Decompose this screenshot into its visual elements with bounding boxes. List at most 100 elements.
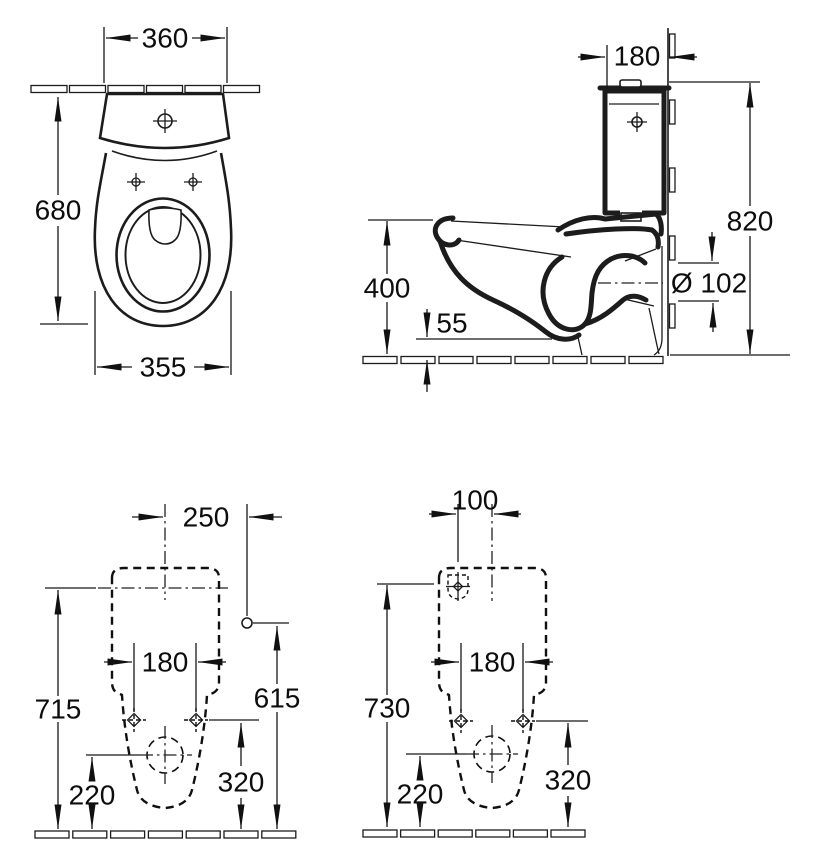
wall-tick [668, 303, 676, 329]
dim-label-diameter-102: Ø 102 [671, 268, 747, 299]
dim-label-360: 360 [142, 23, 189, 54]
dim-label-320-right: 320 [545, 765, 592, 796]
back-shelf-bottom-section [563, 226, 661, 250]
wall-tick [668, 99, 676, 125]
trapway-section [540, 253, 648, 333]
floor-tile [514, 355, 550, 365]
fixing-hole-left [449, 709, 473, 733]
bowl-section [432, 211, 664, 356]
floor-tile [362, 829, 398, 838]
dim-front-top-width: 360 [103, 23, 228, 83]
seat-hole-target-right [184, 173, 202, 191]
dim-label-220-right: 220 [397, 779, 444, 810]
floor-tile [185, 830, 221, 839]
back-profile-line [653, 246, 663, 356]
dim-label-100: 100 [452, 485, 499, 516]
floor-tile [72, 830, 108, 839]
dim-label-680: 680 [35, 195, 82, 226]
dim-label-400: 400 [364, 273, 411, 304]
dim-rear-right-fixing-spacing: 180 [431, 643, 553, 711]
fixing-hole-right [511, 709, 535, 733]
floor-tile [109, 830, 146, 839]
fixing-hole-right [184, 708, 208, 732]
wall-tick [668, 235, 676, 261]
bowl-inner-line [455, 239, 572, 258]
dim-label-320-left: 320 [218, 767, 265, 798]
water-inlet-hole [446, 572, 470, 601]
dim-label-615: 615 [254, 683, 301, 714]
dim-label-180-rear-right: 180 [469, 647, 516, 678]
floor-tile [400, 355, 436, 365]
floor-tile [512, 829, 549, 838]
rear-silhouette-outline [110, 566, 221, 810]
wall-tick [668, 33, 676, 59]
dim-label-715: 715 [35, 694, 82, 725]
wall-line [667, 28, 676, 356]
floor-tile [550, 829, 586, 838]
dim-rear-right-inlet-height: 730 [364, 583, 434, 827]
foot-front-line [577, 336, 583, 356]
outer-shell-section [437, 238, 582, 342]
dim-label-55: 55 [436, 308, 467, 339]
seat-hole-target-left [127, 173, 145, 191]
rear-view-left: 250 615 715 180 [34, 502, 301, 839]
dim-label-730: 730 [364, 693, 411, 724]
outlet-circle [466, 725, 518, 783]
floor-tile [476, 355, 512, 365]
floor-tile [438, 355, 474, 365]
outlet-bottom-section [582, 293, 649, 327]
dim-rear-right-outlet-height: 220 [397, 753, 466, 827]
dim-side-overall-height: 820 [669, 81, 773, 354]
dim-label-220-left: 220 [69, 780, 116, 811]
wall-tile [222, 84, 261, 94]
dim-side-cistern-depth: 180 [578, 41, 697, 89]
seat-top-line [450, 220, 566, 228]
flush-inlet-spot [148, 207, 182, 245]
cistern-target-mark [627, 112, 647, 132]
dim-side-rim-height: 400 [364, 219, 433, 354]
fixing-hole-left [122, 708, 146, 732]
floor-tile [261, 830, 297, 839]
wall-tile [68, 84, 107, 94]
cistern-bottom-edge [111, 150, 218, 162]
floor-tile [628, 355, 664, 365]
floor-tile [590, 355, 626, 365]
dim-label-180-rear-left: 180 [142, 647, 189, 678]
floor-tile [147, 830, 184, 839]
front-view: 360 680 355 [30, 23, 261, 383]
foot-back-line [648, 307, 660, 355]
dim-rear-left-supply-height: 615 [254, 626, 301, 829]
dim-rear-left-fixing-spacing: 180 [104, 643, 226, 711]
dim-rear-left-supply-offset: 250 [132, 502, 282, 616]
back-shelf-top-section [555, 211, 664, 237]
floor-tile [475, 829, 511, 838]
outlet-cone-top [624, 248, 657, 262]
wall-tile [184, 84, 222, 94]
wall-hatch [30, 84, 261, 94]
cistern-target-mark [153, 109, 177, 133]
floor-tile [223, 830, 259, 839]
flush-button [619, 79, 642, 88]
wall-tile [145, 84, 184, 94]
floor-tile [437, 829, 473, 838]
floor-tile [399, 829, 436, 838]
floor-hatch [362, 829, 586, 838]
dim-front-base-width: 355 [94, 291, 232, 383]
water-supply-point [241, 617, 253, 629]
rim-inner-oval [124, 206, 202, 304]
outlet-circle [140, 726, 192, 784]
floor-tile [552, 355, 588, 365]
rear-view-right: 100 730 180 [362, 485, 592, 838]
dim-rear-left-outlet-height: 220 [69, 754, 140, 829]
rear-silhouette-outline [437, 566, 548, 810]
dim-side-outlet-diameter: Ø 102 [671, 232, 747, 332]
dim-front-overall-height: 680 [35, 97, 88, 325]
floor-tile [34, 830, 70, 839]
floor-hatch [362, 354, 790, 365]
dim-rear-right-fixing-height: 320 [536, 720, 592, 827]
rim-front-section [432, 215, 462, 248]
rim-outer-oval [115, 197, 211, 313]
dim-label-355: 355 [140, 352, 187, 383]
